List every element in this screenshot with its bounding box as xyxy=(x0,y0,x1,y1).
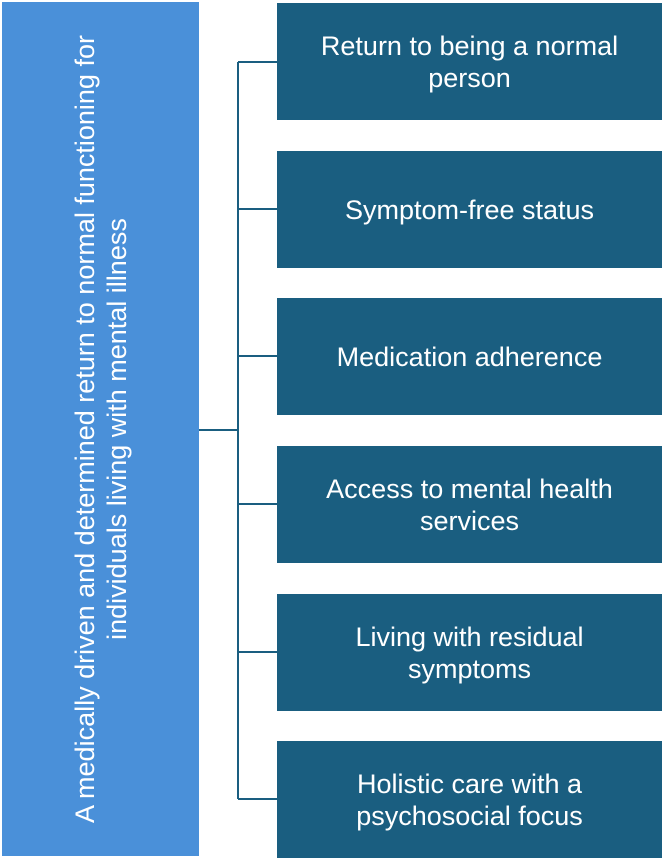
child-node-medication-adherence: Medication adherence xyxy=(277,298,662,415)
child-node-access-services: Access to mental health services xyxy=(277,446,662,563)
child-node-residual-symptoms: Living with residual symptoms xyxy=(277,594,662,711)
root-node-label: A medically driven and determined return… xyxy=(69,35,132,823)
root-node: A medically driven and determined return… xyxy=(2,2,199,856)
child-node-label: Living with residual symptoms xyxy=(355,621,584,684)
child-node-label: Return to being a normal person xyxy=(320,30,619,93)
child-node-normal-person: Return to being a normal person xyxy=(277,3,662,120)
child-node-holistic-care: Holistic care with a psychosocial focus xyxy=(277,741,662,858)
child-node-label: Symptom-free status xyxy=(344,194,595,225)
child-node-label: Holistic care with a psychosocial focus xyxy=(356,768,583,831)
child-node-label: Medication adherence xyxy=(336,341,603,372)
child-node-label: Access to mental health services xyxy=(326,473,613,536)
child-node-symptom-free: Symptom-free status xyxy=(277,151,662,268)
